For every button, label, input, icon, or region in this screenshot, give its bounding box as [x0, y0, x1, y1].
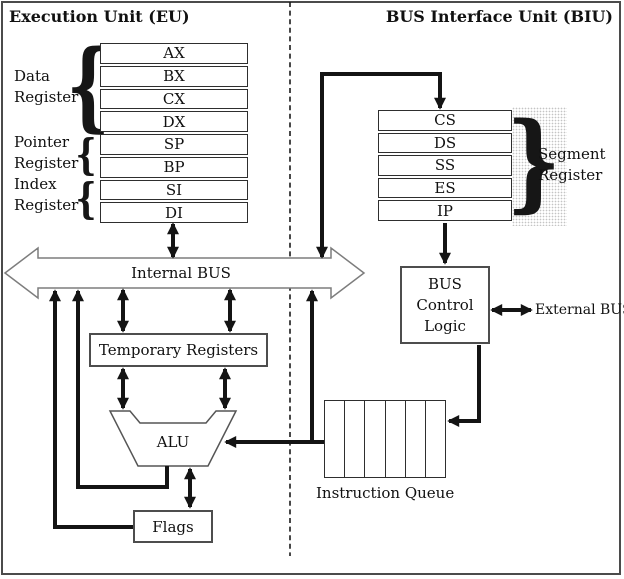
biu-title: BUS Interface Unit (BIU)	[385, 7, 613, 26]
alu-to-bus-line	[72, 289, 169, 489]
segment-register-stack: CS DS SS ES IP	[378, 110, 512, 221]
bus-control-logic-line1: BUS	[428, 274, 462, 293]
instruction-queue-cell	[365, 401, 386, 477]
pointer-register-label-line1: Pointer	[14, 133, 70, 151]
instruction-queue-cell	[426, 401, 445, 477]
segment-register-label-line1: Segment	[538, 145, 606, 163]
register-cell-di: DI	[100, 202, 248, 223]
register-cell-cs: CS	[378, 110, 512, 131]
register-cell-cx: CX	[100, 88, 248, 110]
register-cell-si: SI	[100, 179, 248, 201]
data-register-brace: {	[66, 29, 110, 142]
register-cell-bx: BX	[100, 65, 248, 87]
data-register-label-line2: Register	[14, 88, 79, 106]
register-cell-ip: IP	[378, 200, 512, 221]
register-cell-bp: BP	[100, 156, 248, 178]
register-cell-dx: DX	[100, 111, 248, 132]
internal-bus-label: Internal BUS	[131, 264, 231, 282]
pointer-register-label: Pointer Register	[14, 132, 78, 174]
instruction-queue-cell	[386, 401, 406, 477]
register-cell-ax: AX	[100, 43, 248, 64]
instruction-queue-cell	[345, 401, 366, 477]
index-register-label: Index Register	[14, 174, 78, 216]
pointer-register-brace: {	[75, 130, 97, 179]
alu-label: ALU	[156, 433, 190, 451]
instruction-queue-cell	[406, 401, 426, 477]
bus-control-to-queue-path	[447, 345, 481, 427]
instruction-queue-label: Instruction Queue	[316, 484, 455, 502]
segment-register-label: Segment Register	[538, 144, 606, 186]
bus-control-logic-box: BUS Control Logic	[400, 266, 490, 344]
pointer-register-label-line2: Register	[14, 154, 79, 172]
data-register-label-line1: Data	[14, 67, 50, 85]
segment-register-brace: }	[506, 98, 561, 223]
index-register-brace: {	[75, 174, 97, 223]
internal-bus-arrow	[3, 246, 366, 300]
instruction-queue-box	[324, 400, 446, 478]
eu-title: Execution Unit (EU)	[9, 7, 190, 26]
alu-shape	[108, 410, 238, 467]
instruction-queue-cell	[325, 401, 346, 477]
bus-control-logic-line3: Logic	[424, 316, 466, 335]
index-register-label-line1: Index	[14, 175, 57, 193]
register-cell-sp: SP	[100, 134, 248, 155]
register-cell-es: ES	[378, 177, 512, 199]
bus-control-logic-line2: Control	[416, 295, 474, 314]
temporary-registers-box: Temporary Registers	[89, 333, 268, 367]
eu-register-stack: AX BX CX DX SP BP SI DI	[100, 43, 248, 223]
register-cell-ds: DS	[378, 132, 512, 154]
data-register-label: Data Register	[14, 66, 78, 108]
external-bus-label: External BUS	[535, 302, 624, 318]
halftone-texture	[512, 107, 567, 226]
bus-segment-registers-path	[316, 72, 446, 259]
flags-box: Flags	[133, 510, 213, 543]
register-cell-ss: SS	[378, 155, 512, 176]
flags-to-bus-line	[49, 289, 134, 529]
segment-register-label-line2: Register	[538, 166, 603, 184]
index-register-label-line2: Register	[14, 196, 79, 214]
